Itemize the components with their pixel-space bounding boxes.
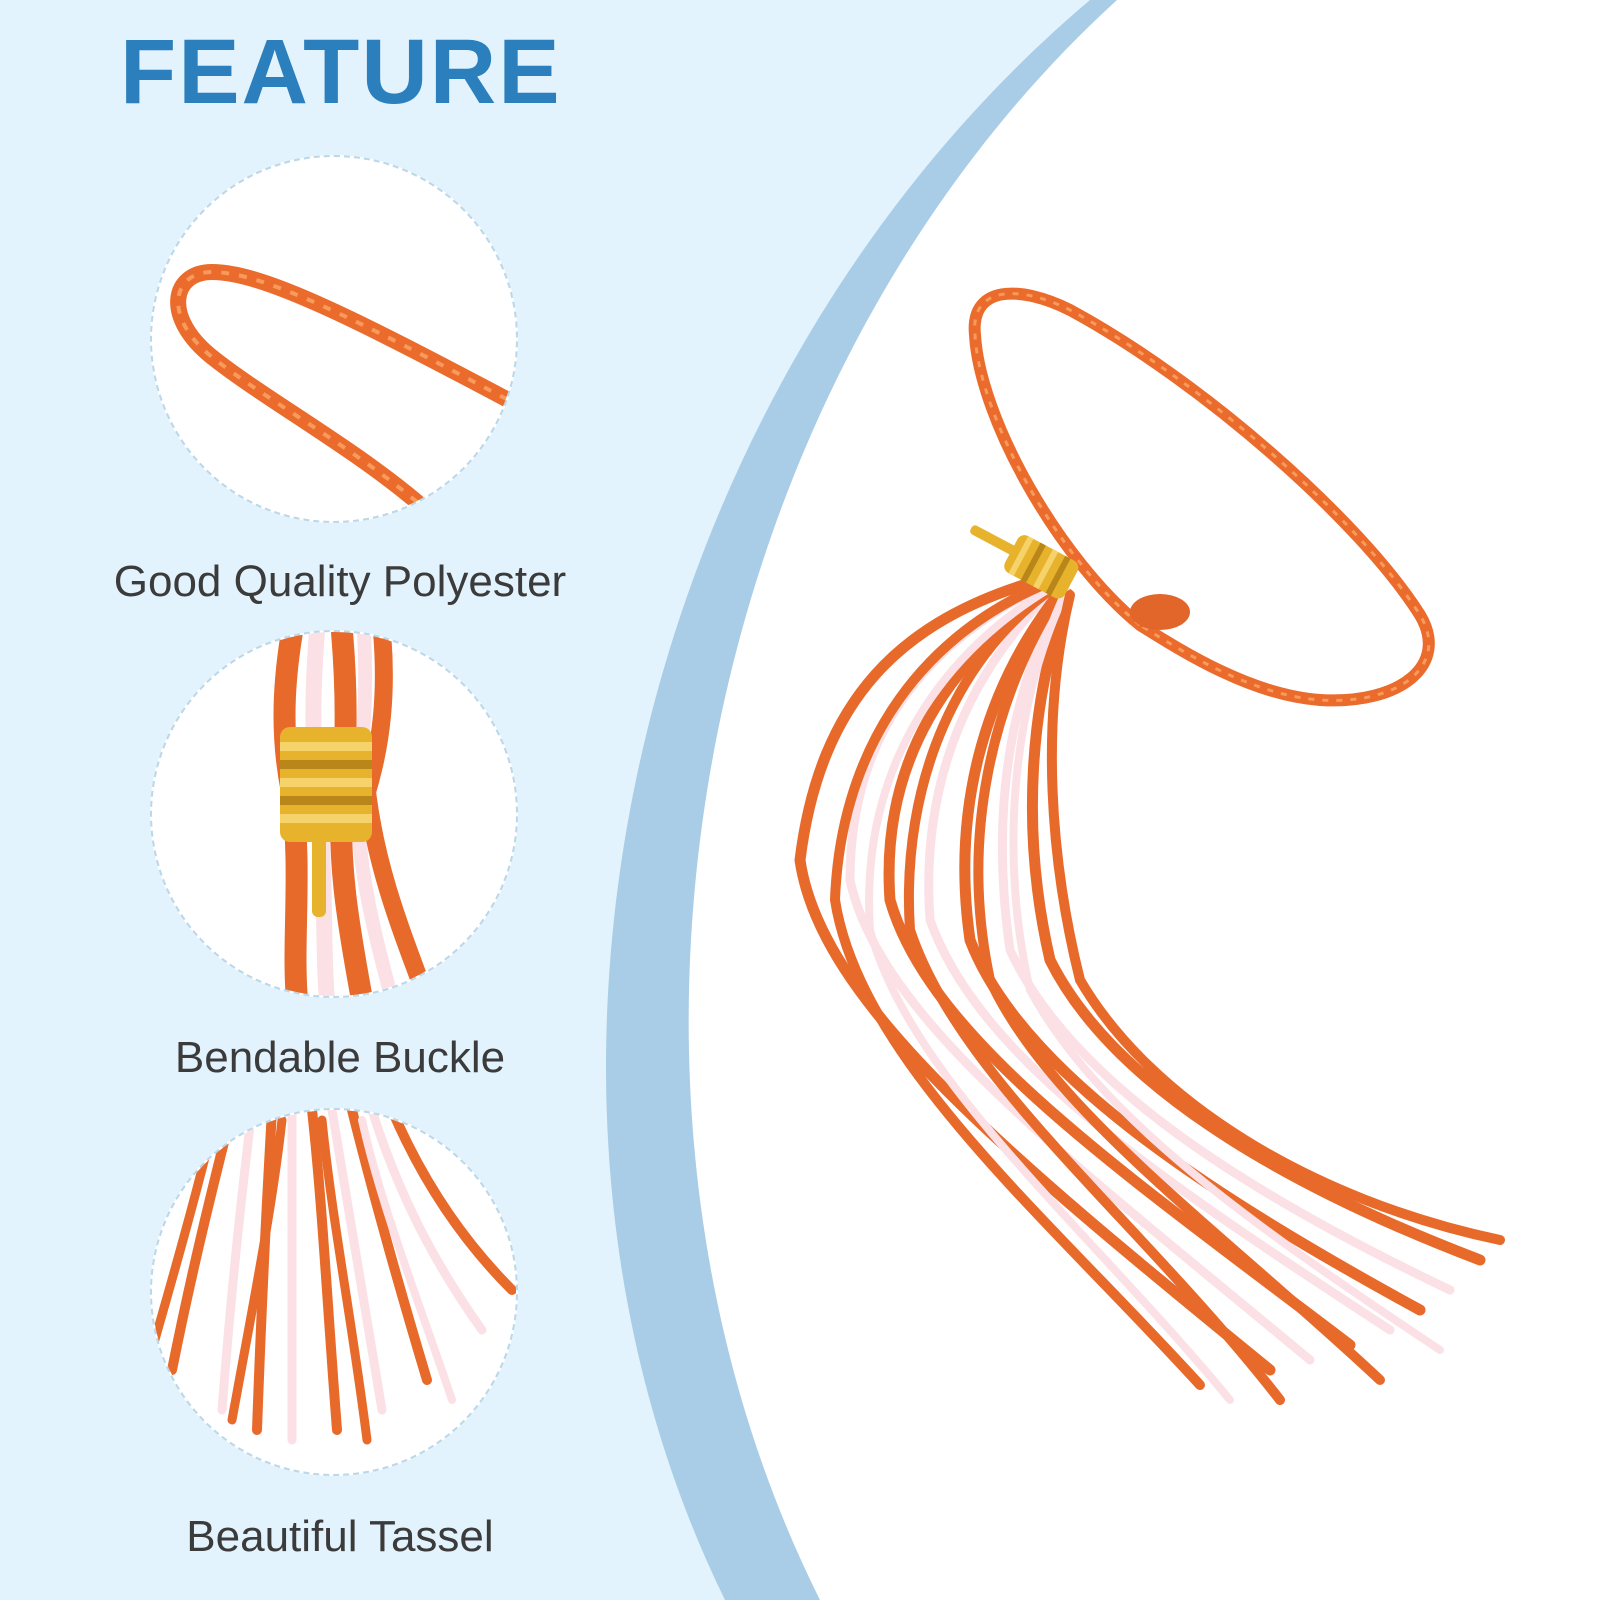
buckle-band xyxy=(280,727,372,917)
gold-buckle xyxy=(970,525,1079,599)
feature-caption-buckle: Bendable Buckle xyxy=(174,1033,506,1082)
feature-caption-tassel: Beautiful Tassel xyxy=(186,1512,494,1561)
cord-loop-icon xyxy=(170,263,516,510)
cord-knot xyxy=(1130,594,1190,630)
main-tassel-strands xyxy=(794,574,1505,1405)
gold-buckle-icon xyxy=(273,632,436,996)
tassel-fringe-icon xyxy=(152,1110,516,1445)
feature-image-buckle xyxy=(150,630,518,998)
feature-image-tassel xyxy=(150,1108,518,1476)
page-title: FEATURE xyxy=(120,21,562,123)
feature-caption-polyester: Good Quality Polyester xyxy=(113,557,567,606)
feature-image-polyester-cord xyxy=(150,155,518,523)
main-tassel-image xyxy=(794,287,1505,1405)
